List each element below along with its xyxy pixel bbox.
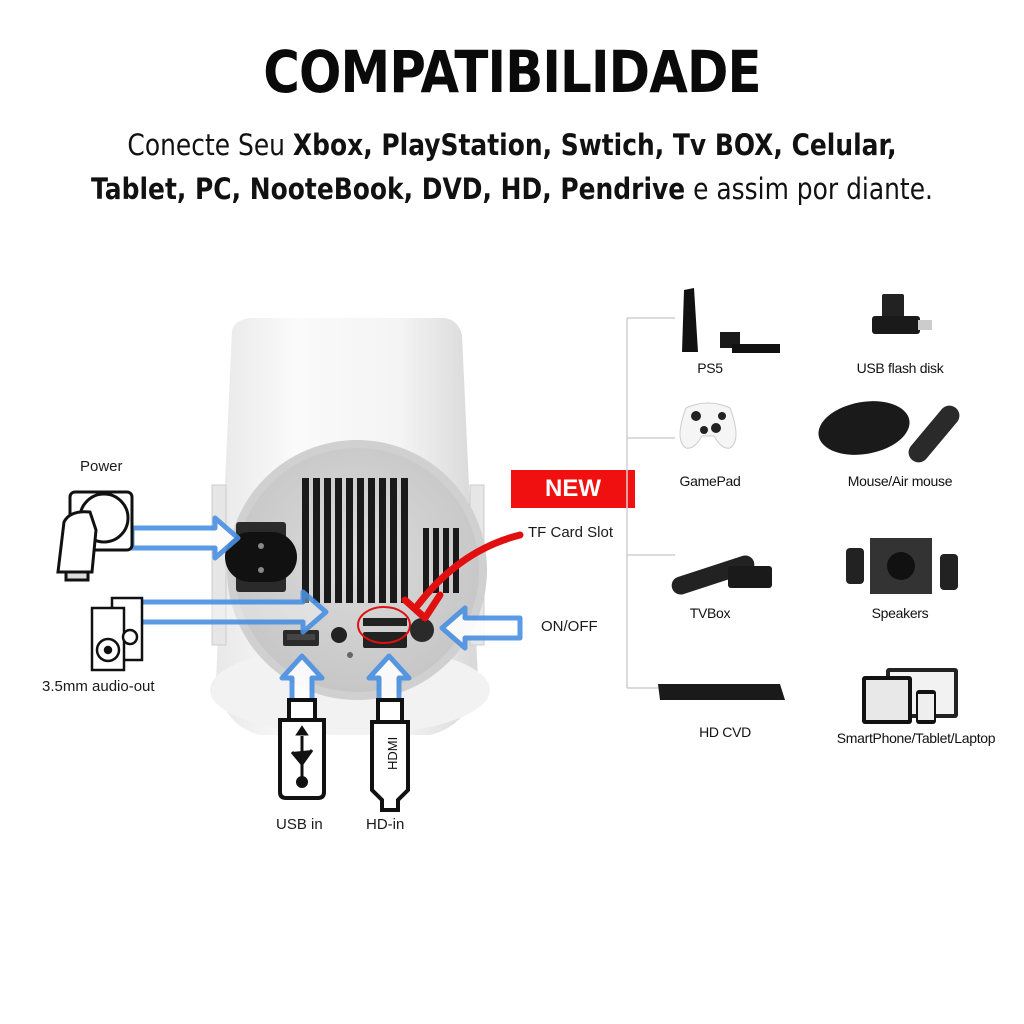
mouse-icon: [818, 401, 960, 463]
usb-flash-icon: [872, 294, 932, 334]
device-label: USB flash disk: [856, 360, 944, 376]
gamepad-icon: [679, 402, 737, 449]
dvd-player-icon: [658, 684, 785, 700]
projector-diagram: HDMI: [56, 318, 524, 812]
on-off-label: ON/OFF: [541, 618, 598, 635]
onoff-arrow: [439, 605, 523, 651]
vent-slots: [302, 478, 459, 603]
power-button: [410, 618, 434, 642]
hd-in-label: HD-in: [366, 816, 405, 833]
device-label: SmartPhone/Tablet/Laptop: [836, 730, 996, 746]
page-title: COMPATIBILIDADE: [263, 38, 761, 106]
devices-icon: [862, 668, 958, 724]
tvbox-icon: [671, 555, 772, 595]
device-label: Speakers: [871, 605, 929, 621]
device-label: GamePad: [679, 473, 741, 489]
console-icon: [682, 288, 780, 353]
device-label: PS5: [697, 360, 723, 376]
device-icons: [658, 288, 960, 724]
tf-card-label: TF Card Slot: [528, 524, 614, 541]
device-label: TVBox: [689, 605, 731, 621]
device-bracket: [626, 317, 675, 689]
speakers-icon: [90, 596, 144, 672]
power-label: Power: [80, 458, 123, 475]
tf-arrow: [414, 531, 524, 609]
audio-jack: [331, 627, 347, 643]
device-label: Mouse/Air mouse: [847, 473, 953, 489]
hdmi-port: [363, 632, 407, 648]
usb-stick-icon: [278, 698, 326, 800]
device-label: HD CVD: [699, 724, 751, 740]
new-badge: NEW: [511, 470, 635, 508]
tf-card-slot: [363, 618, 407, 626]
audio-arrow: [137, 589, 329, 635]
audio-out-label: 3.5mm audio-out: [42, 678, 155, 695]
power-arrow: [129, 515, 241, 561]
svg-text:HDMI: HDMI: [385, 737, 400, 770]
subtitle-line-2: Tablet, PC, NooteBook, DVD, HD, Pendrive…: [91, 172, 933, 206]
speakers-icon-device: [846, 538, 958, 594]
usb-in-label: USB in: [276, 816, 323, 833]
subtitle-line-1: Conecte Seu Xbox, PlayStation, Swtich, T…: [127, 128, 897, 162]
hdmi-plug-icon: HDMI: [370, 698, 410, 812]
power-plug-icon: [56, 490, 134, 582]
